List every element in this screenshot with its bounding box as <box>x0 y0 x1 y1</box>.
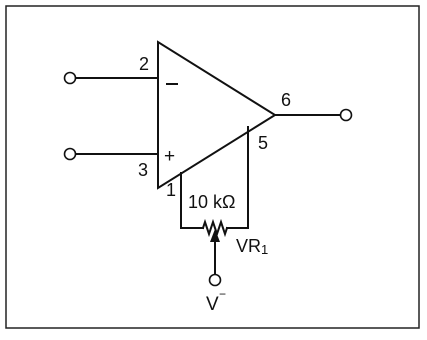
potentiometer-resistor <box>201 218 229 238</box>
opamp-triangle <box>157 40 277 190</box>
output-terminal <box>339 108 353 122</box>
negative-supply-sign: − <box>219 287 226 301</box>
pin-1-label: 1 <box>166 180 176 200</box>
non-inverting-input-sign: + <box>164 146 175 167</box>
non-inverting-input-terminal <box>63 147 77 161</box>
pin-3-label: 3 <box>138 160 148 180</box>
offset-null-pin5-lead <box>226 126 249 229</box>
diagram-frame <box>5 5 420 329</box>
negative-supply-label: V <box>206 294 219 315</box>
pin-6-label: 6 <box>281 90 291 110</box>
offset-null-pin1-lead <box>180 172 204 229</box>
wiper-arrow-icon <box>210 229 220 242</box>
inverting-input-terminal <box>63 71 77 85</box>
potentiometer-value-label: 10 kΩ <box>188 192 235 212</box>
potentiometer-designator-label: VR1 <box>236 236 268 257</box>
pin-2-label: 2 <box>139 54 149 74</box>
pin-5-label: 5 <box>258 133 268 153</box>
negative-supply-terminal <box>208 273 222 287</box>
